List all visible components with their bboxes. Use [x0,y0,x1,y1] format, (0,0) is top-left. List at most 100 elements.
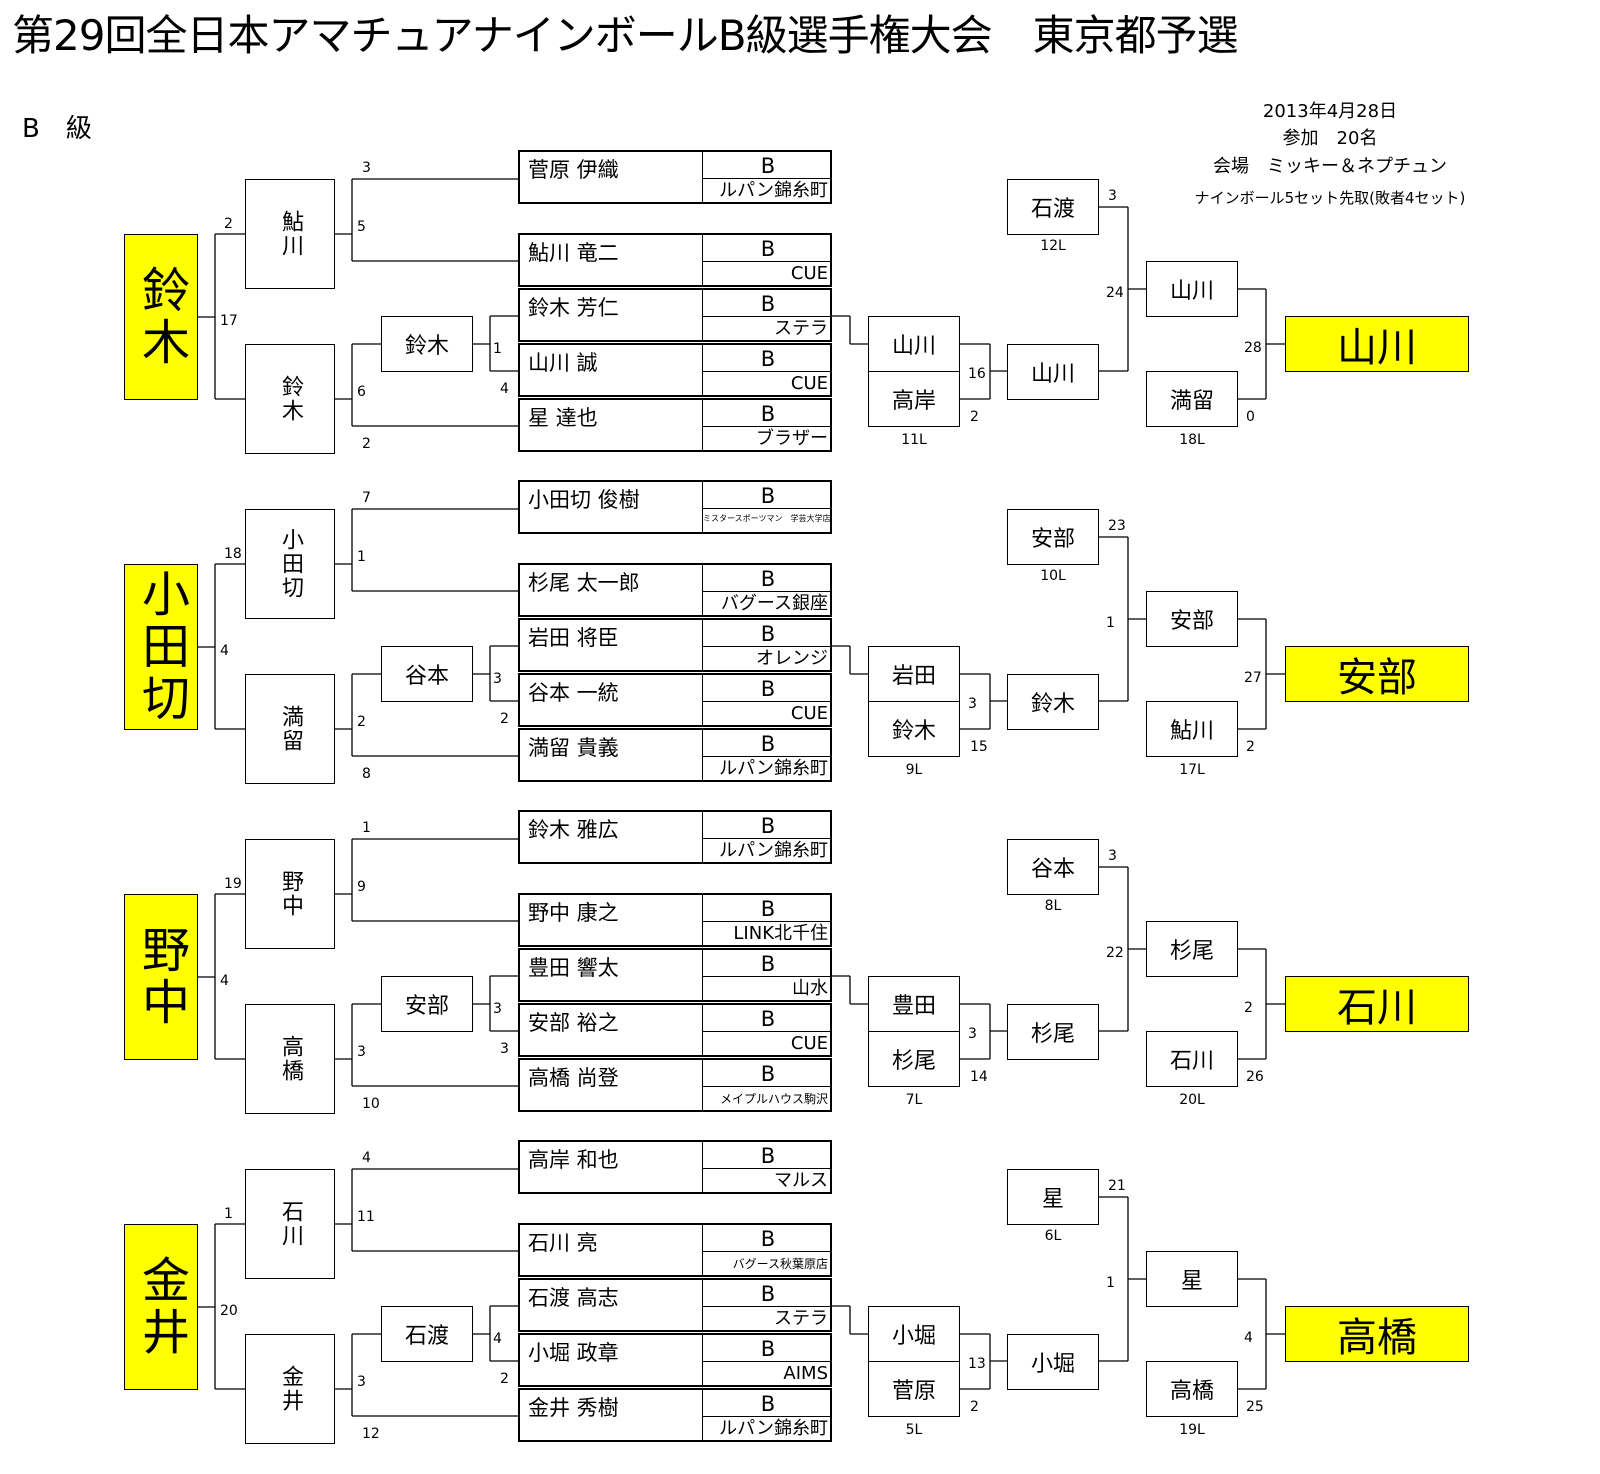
score: 3 [357,1374,366,1390]
row-divider [702,178,830,179]
score: 22 [1106,945,1124,961]
score: 1 [1106,1275,1115,1291]
row-divider [702,1031,830,1032]
loss-rank-label: 7L [905,1092,923,1108]
seed-box: 野中 [124,894,198,1060]
player-name: 鈴木 芳仁 [528,296,619,320]
score: 4 [220,973,229,989]
right-c-top-box: 安部 [1146,591,1238,647]
player-grade: B [760,1227,776,1251]
player-grade: B [760,484,776,508]
block-winner-box: 高橋 [1285,1306,1469,1362]
score: 27 [1244,670,1262,686]
player-name: 石渡 高志 [528,1286,619,1310]
score: 10 [362,1096,380,1112]
player-grade: B [760,1337,776,1361]
right-b-top-box: 石渡 [1007,179,1099,235]
player-club: 山水 [792,978,828,999]
column-divider [702,1390,703,1440]
player-name: 杉尾 太一郎 [528,571,640,595]
player-name: 高橋 尚登 [528,1066,619,1090]
column-divider [702,400,703,450]
score: 9 [357,879,366,895]
score: 1 [493,341,502,357]
score: 1 [357,549,366,565]
round1-box: 鈴木 [381,316,473,372]
player-grade: B [760,814,776,838]
player-grade: B [760,1392,776,1416]
score: 2 [362,436,371,452]
score: 2 [357,714,366,730]
player-club: CUE [790,1033,828,1054]
score: 4 [1244,1330,1253,1346]
column-divider [702,565,703,615]
block-winner-box: 山川 [1285,316,1469,372]
score: 1 [362,820,371,836]
row-divider [702,646,830,647]
score: 3 [968,696,977,712]
player-club: ルパン錦糸町 [719,180,828,201]
loss-rank-label: 12L [1040,238,1066,254]
player-club: AIMS [783,1363,828,1384]
score: 3 [493,671,502,687]
player-name: 石川 亮 [528,1231,598,1255]
player-club: ブラザー [756,428,828,449]
score: 28 [1244,340,1262,356]
loss-rank-label: 8L [1044,898,1062,914]
score: 3 [493,1001,502,1017]
score: 6 [357,384,366,400]
score: 3 [1108,848,1117,864]
row-divider [702,1251,830,1252]
right-b-top-box: 安部 [1007,509,1099,565]
row-divider [702,921,830,922]
column-divider [702,482,703,532]
player-grade: B [760,677,776,701]
row-divider [702,1168,830,1169]
score: 19 [224,876,242,892]
column-divider [702,1280,703,1330]
score: 17 [220,313,238,329]
score: 24 [1106,285,1124,301]
column-divider [702,1005,703,1055]
player-grade: B [760,347,776,371]
column-divider [702,620,703,670]
row-divider [702,316,830,317]
player-name: 山川 誠 [528,351,598,375]
row-divider [702,591,830,592]
column-divider [702,345,703,395]
round1-box: 谷本 [381,646,473,702]
player-club: ルパン錦糸町 [719,840,828,861]
player-club: LINK北千住 [733,923,828,944]
player-name: 満留 貴義 [528,736,619,760]
player-grade: B [760,1062,776,1086]
right-a-top-box: 豊田 [868,976,960,1032]
loss-rank-label: 10L [1040,568,1066,584]
column-divider [702,675,703,725]
round2-bottom-box: 高橋 [245,1004,335,1114]
column-divider [702,1060,703,1110]
right-c-bottom-box: 高橋 [1146,1361,1238,1417]
score: 18 [224,546,242,562]
score: 8 [362,766,371,782]
player-club: CUE [790,703,828,724]
column-divider [702,235,703,285]
score: 3 [362,160,371,176]
player-name: 菅原 伊織 [528,158,619,182]
venue: 会場 ミッキー＆ネプチュン [1213,156,1447,177]
player-club: ルパン錦糸町 [719,1418,828,1439]
score: 14 [970,1069,988,1085]
player-grade: B [760,1007,776,1031]
player-grade: B [760,292,776,316]
score: 3 [1108,188,1117,204]
right-b-top-box: 星 [1007,1169,1099,1225]
